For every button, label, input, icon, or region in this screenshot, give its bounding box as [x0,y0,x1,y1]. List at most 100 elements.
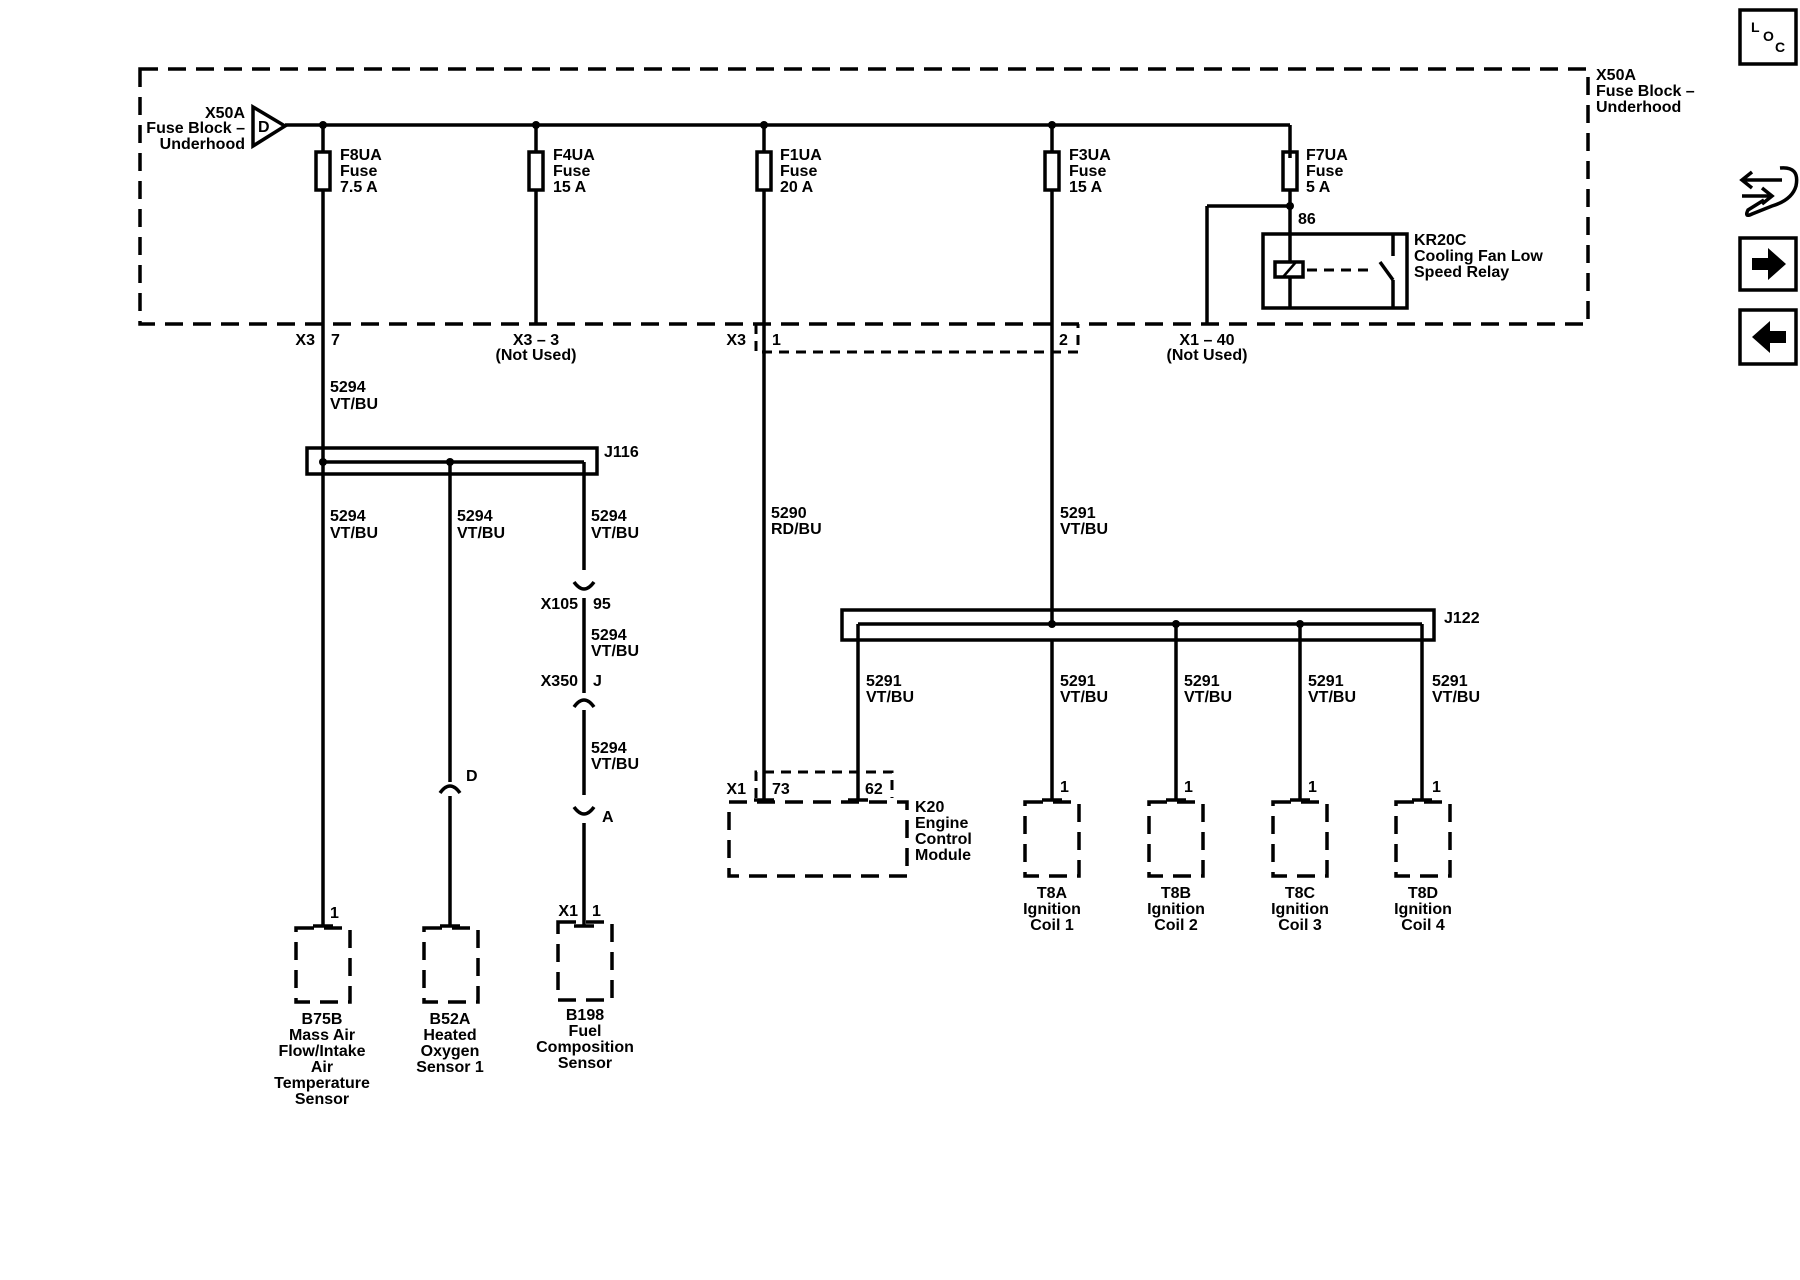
coil-name-1: Ignition [1394,901,1452,918]
previous-page-button[interactable] [1738,308,1798,366]
b52a-id: B52A [430,1011,471,1028]
coil-name-2: Coil 4 [1401,917,1445,934]
fuse-rating: 15 A [553,179,587,196]
connector-x105-symbol [572,580,596,591]
b75b-id: B75B [302,1011,343,1028]
x3-pin-2: 2 [1059,332,1068,349]
wire-circuit-label: 5294 [330,508,366,525]
wire-color-label: VT/BU [1184,689,1232,706]
coil-pin: 1 [1060,779,1069,796]
fuse-symbol [755,150,773,192]
coil-body [1271,800,1329,878]
wire-color-label: RD/BU [771,521,822,538]
relay-name-2: Speed Relay [1414,264,1509,281]
b75b-name-5: Sensor [295,1091,349,1108]
coil-t8b: 1 T8B Ignition Coil 2 [1147,779,1205,934]
splice-j122-label: J122 [1444,610,1480,627]
splice-j116-label: J116 [604,444,639,461]
ecm-x1-label: X1 [726,781,746,798]
fuse-block-outline [138,67,1590,326]
coil-name-1: Ignition [1271,901,1329,918]
fuse-name: F1UA [780,147,822,164]
b75b-name-1: Mass Air [289,1027,355,1044]
x105-pin: 95 [593,596,611,613]
b75b-pin: 1 [330,905,339,922]
coil-t8a: 1 T8A Ignition Coil 1 [1023,779,1081,934]
wire-color-label: VT/BU [591,525,639,542]
next-page-button[interactable] [1738,236,1798,292]
coil-body [1023,800,1081,878]
wire-color-label: VT/BU [330,525,378,542]
wrench-arrows-icon [1739,166,1799,218]
ecm-name-1: Engine [915,815,968,832]
fuse-symbol [527,150,545,192]
b52a-connector-pin: D [466,768,478,785]
diagnostic-tools-button[interactable] [1739,166,1799,218]
x350-label: X350 [541,673,578,690]
b198-pin: 1 [592,903,601,920]
x3-pin-7: 7 [331,332,340,349]
b52a-name-2: Oxygen [421,1043,480,1060]
fuse-rating: 15 A [1069,179,1103,196]
fuse-f3ua: F3UA Fuse 15 A [1043,125,1111,196]
wire-color-label: VT/BU [591,756,639,773]
ecm-x1-connector-bracket [754,770,894,798]
b198-connector-pin-a: A [602,809,614,826]
ecm-body [727,800,909,878]
fuse-f8ua: F8UA Fuse 7.5 A [314,125,382,196]
b75b-name-4: Temperature [274,1075,370,1092]
fuse-f4ua: F4UA Fuse 15 A [527,125,595,196]
b198-name-3: Sensor [558,1055,612,1072]
wire-circuit-label: 5294 [330,379,366,396]
wire-circuit-label: 5291 [866,673,902,690]
wire-circuit-label: 5291 [1184,673,1220,690]
relay-name-1: Cooling Fan Low [1414,248,1543,265]
wire-circuit-label: 5294 [591,627,627,644]
b198-body [556,920,614,1002]
fuse-symbol [314,150,332,192]
circuit-5290: 5290 RD/BU [762,190,822,800]
arrow-left-icon [1752,321,1786,353]
ecm-name-3: Module [915,847,971,864]
x3-connector-label: X3 [295,332,315,349]
location-letter-o: O [1763,28,1774,44]
b75b-name-2: Flow/Intake [278,1043,365,1060]
coil-id: T8D [1408,885,1438,902]
fuse-block-id-left: X50A [205,105,245,122]
fuse-f1ua: F1UA Fuse 20 A [755,125,822,196]
power-input-pin: D [258,119,270,136]
wire-circuit-label: 5291 [1060,505,1096,522]
relay-switch [1378,260,1395,282]
coil-body [1394,800,1452,878]
wire-color-label: VT/BU [1308,689,1356,706]
location-letter-l: L [1751,19,1760,35]
coil-id: T8C [1285,885,1316,902]
wire-color-label: VT/BU [457,525,505,542]
wire-circuit-label: 5294 [591,508,627,525]
relay-pin-86: 86 [1298,211,1316,228]
wire-circuit-label: 5290 [771,505,807,522]
splice-j116 [305,446,599,476]
coil-pin: 1 [1184,779,1193,796]
fuse-name: F4UA [553,147,595,164]
circuit-5294: X3 7 5294 VT/BU J116 5294 VT/BU 5294 VT/… [295,190,639,926]
x3-connector-bracket [754,324,1080,354]
fuse-f7ua: F7UA Fuse 5 A [1281,147,1348,196]
ecm-id: K20 [915,799,944,816]
location-button[interactable]: L O C [1738,8,1798,66]
connector-a-symbol [572,805,596,816]
x3-connector-label-2: X3 [726,332,746,349]
coil-name-2: Coil 1 [1030,917,1074,934]
x1-40-label: X1 – 40 [1179,332,1234,349]
power-input-symbol [251,103,289,150]
coil-t8d: 1 T8D Ignition Coil 4 [1394,779,1452,934]
x105-label: X105 [541,596,578,613]
coil-pin: 1 [1432,779,1441,796]
wire-color-label: VT/BU [866,689,914,706]
connector-x350-symbol [572,698,596,709]
fuse-rating: 20 A [780,179,814,196]
coil-name-2: Coil 3 [1278,917,1322,934]
sensor-b75b: 1 B75B Mass Air Flow/Intake Air Temperat… [274,905,370,1108]
wire-color-label: VT/BU [330,396,378,413]
fuse-type: Fuse [340,163,377,180]
